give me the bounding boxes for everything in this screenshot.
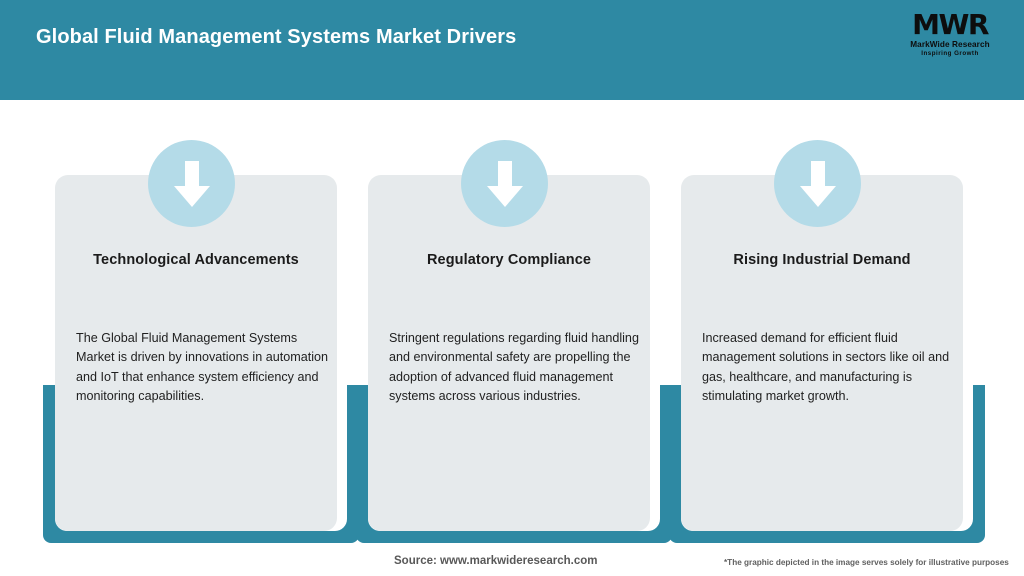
card-panel <box>681 175 963 531</box>
disclaimer-label: *The graphic depicted in the image serve… <box>724 558 1009 567</box>
logo-company-name: MarkWide Research <box>910 40 990 49</box>
card-body-text: Stringent regulations regarding fluid ha… <box>389 331 639 404</box>
card-panel <box>55 175 337 531</box>
page-title: Global Fluid Management Systems Market D… <box>36 26 517 48</box>
card-title: Technological Advancements <box>93 252 299 268</box>
card-title: Rising Industrial Demand <box>733 252 911 268</box>
arrow-down-icon <box>774 140 861 227</box>
source-label: Source: www.markwideresearch.com <box>394 555 598 567</box>
card-panel <box>368 175 650 531</box>
driver-card-3[interactable]: Rising Industrial Demand Increased deman… <box>669 100 985 545</box>
driver-card-2[interactable]: Regulatory Compliance Stringent regulati… <box>356 100 672 545</box>
driver-cards-row: Technological Advancements The Global Fl… <box>0 100 1024 545</box>
card-body-text: The Global Fluid Management Systems Mark… <box>76 331 329 404</box>
card-body-text: Increased demand for efficient fluid man… <box>702 331 950 404</box>
arrow-down-icon <box>148 140 235 227</box>
arrow-down-icon <box>461 140 548 227</box>
mwr-logo-icon: MWR MarkWide Research Inspiring Growth <box>898 10 1002 68</box>
logo-tagline: Inspiring Growth <box>921 50 979 57</box>
logo-mark-text: MWR <box>912 8 989 41</box>
header-bar: Global Fluid Management Systems Market D… <box>0 0 1024 100</box>
card-title: Regulatory Compliance <box>426 252 592 268</box>
driver-card-1[interactable]: Technological Advancements The Global Fl… <box>43 100 359 545</box>
